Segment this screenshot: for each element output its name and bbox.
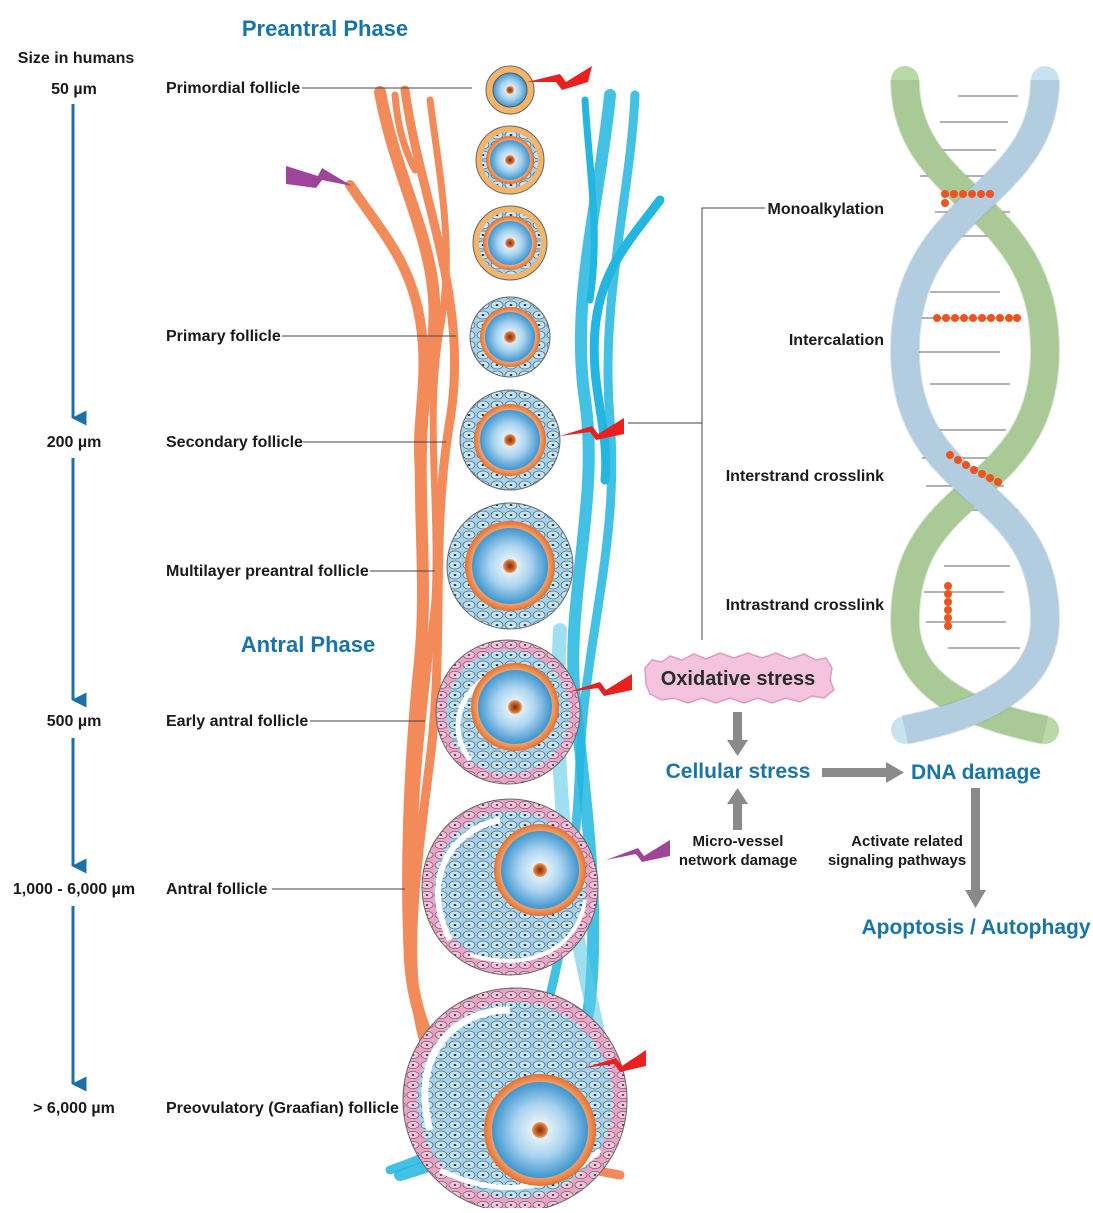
label-preovulatory-follicle: Preovulatory (Graafian) follicle [166, 1100, 399, 1117]
oxidative-stress-badge: Oxidative stress [645, 653, 834, 703]
label-secondary-follicle: Secondary follicle [166, 434, 303, 451]
label-primordial-follicle: Primordial follicle [166, 80, 300, 97]
follicle-multilayer [447, 503, 573, 629]
size-scale-title: Size in humans [18, 50, 135, 67]
size-mark-1000-6000: 1,000 - 6,000 µm [13, 881, 135, 898]
oxidative-stress-text: Oxidative stress [661, 668, 816, 690]
label-intercalation: Intercalation [789, 332, 884, 349]
apoptosis-autophagy-text: Apoptosis / Autophagy [861, 916, 1090, 939]
dna-damage-text: DNA damage [911, 761, 1041, 784]
dna-damage-labels: Monoalkylation Intercalation Interstrand… [726, 201, 884, 614]
preantral-phase-title: Preantral Phase [242, 16, 408, 41]
follicle-antral [422, 799, 598, 975]
lightning-icon [286, 166, 352, 188]
follicle-primordial [486, 66, 534, 114]
antral-phase-title: Antral Phase [241, 632, 376, 657]
follicle-transitional-2 [473, 206, 547, 280]
size-scale: 50 µm 200 µm 500 µm 1,000 - 6,000 µm > 6… [13, 81, 135, 1117]
size-mark-over-6000: > 6,000 µm [33, 1100, 115, 1117]
pathway-arrows [727, 712, 986, 908]
label-early-antral-follicle: Early antral follicle [166, 713, 308, 730]
lightning-icon [527, 66, 592, 90]
follicle-secondary [460, 390, 560, 490]
intrastrand-crosslink-lesion [944, 582, 952, 630]
microvessel-line-2: network damage [679, 852, 797, 869]
label-primary-follicle: Primary follicle [166, 328, 281, 345]
microvessel-line-1: Micro-vessel [693, 833, 784, 850]
intercalation-lesion [933, 314, 1021, 322]
follicle-early-antral [436, 640, 580, 784]
size-mark-50: 50 µm [51, 81, 97, 98]
lightning-icon [606, 840, 670, 862]
size-mark-500: 500 µm [47, 713, 102, 730]
activate-pathways-line-1: Activate related [851, 833, 963, 850]
label-intrastrand-crosslink: Intrastrand crosslink [726, 597, 884, 614]
follicle-transitional-1 [476, 126, 544, 194]
cellular-stress-text: Cellular stress [666, 760, 811, 783]
label-multilayer-follicle: Multilayer preantral follicle [166, 563, 369, 580]
size-mark-200: 200 µm [47, 434, 102, 451]
follicle-primary [470, 297, 550, 377]
damage-bracket [628, 208, 765, 640]
label-monoalkylation: Monoalkylation [768, 201, 884, 218]
activate-pathways-line-2: signaling pathways [828, 852, 966, 869]
follicle-preovulatory [403, 988, 627, 1208]
label-antral-follicle: Antral follicle [166, 881, 267, 898]
dna-helix [905, 80, 1045, 730]
label-interstrand-crosslink: Interstrand crosslink [726, 468, 884, 485]
